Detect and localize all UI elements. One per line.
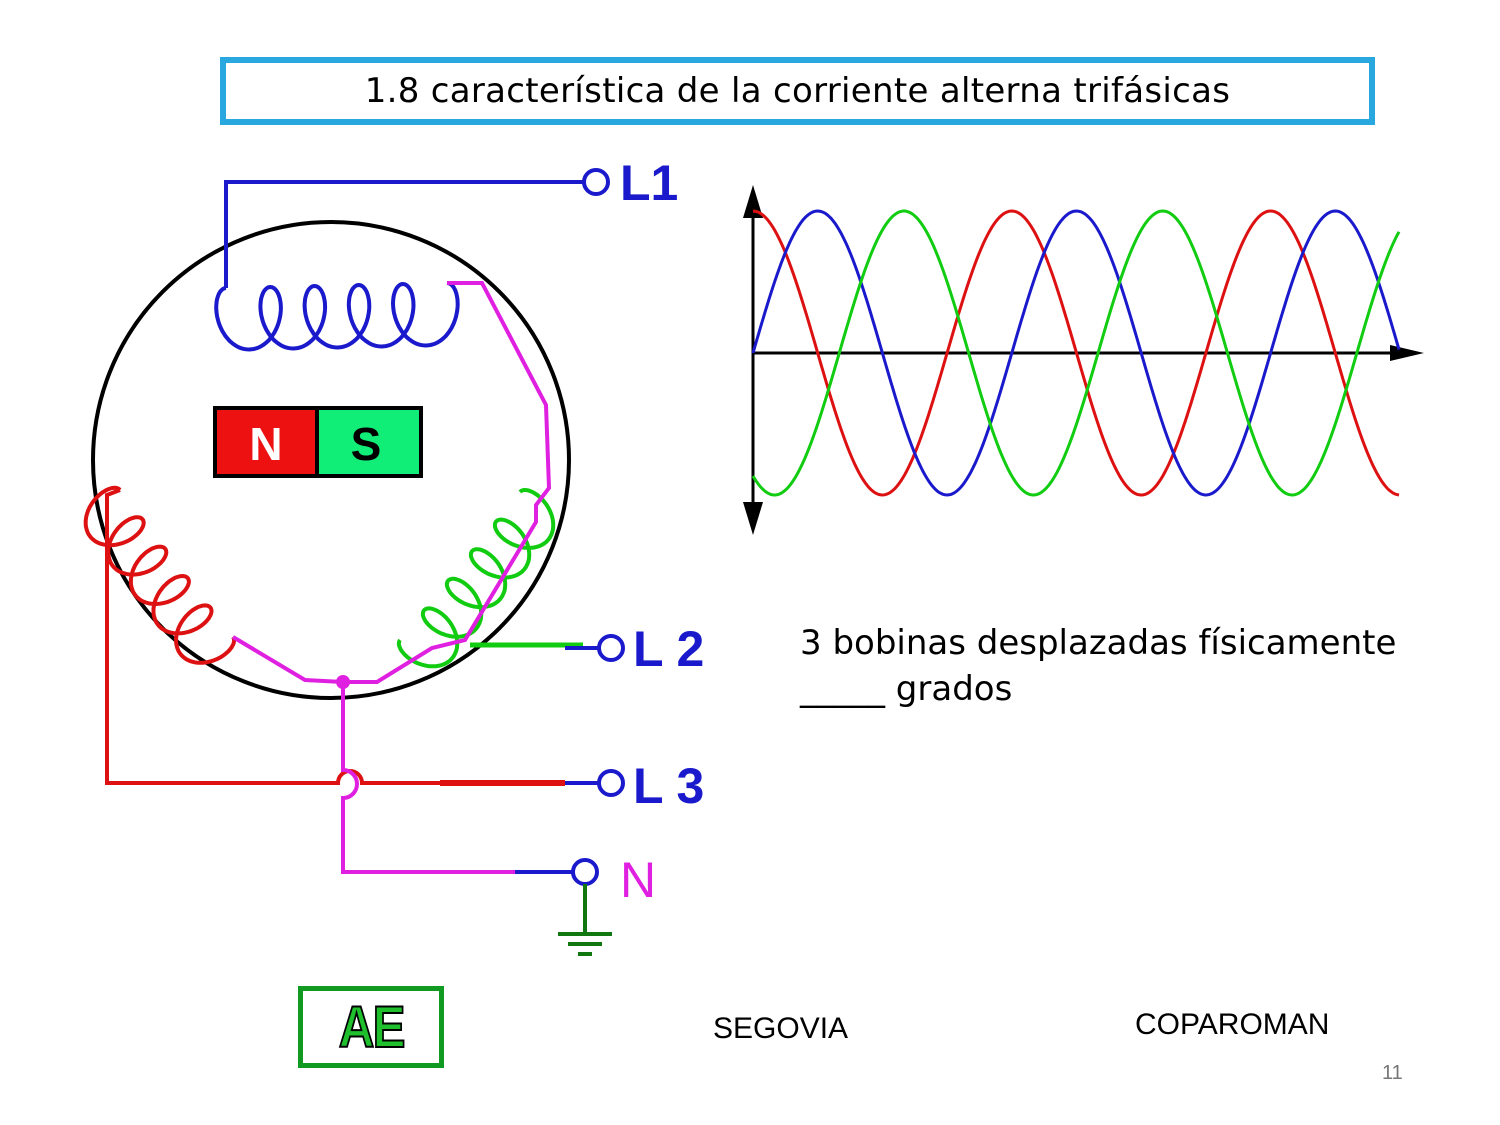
bar-magnet: N S (213, 406, 423, 478)
l1-coil (214, 281, 460, 352)
footer-right: COPAROMAN (1135, 1008, 1330, 1041)
chart-y-axis-arrow-up (743, 185, 763, 218)
magnet-south-label: S (351, 418, 382, 470)
l3-terminal (597, 769, 625, 797)
l3-label: L 3 (633, 758, 704, 814)
phase-l3-winding (83, 485, 583, 786)
chart-x-axis-arrow (1390, 345, 1424, 361)
n-label: N (620, 852, 656, 908)
caption: 3 bobinas desplazadas físicamente _____ … (800, 620, 1396, 712)
page-number: 11 (1382, 1062, 1403, 1084)
ae-logo-box: AE (298, 986, 444, 1068)
waveform-series-red (752, 209, 1400, 497)
neutral-from-l3 (231, 635, 344, 684)
caption-line-2: _____ grados (800, 669, 1013, 709)
caption-line-1: 3 bobinas desplazadas físicamente (800, 623, 1397, 663)
n-terminal (571, 858, 599, 886)
page-title: 1.8 característica de la corriente alter… (364, 71, 1231, 111)
magnet-north-pole (213, 406, 319, 478)
l3-coil (83, 485, 237, 665)
l1-wire (224, 180, 583, 288)
l1-label: L1 (620, 155, 678, 211)
phase-l2-winding (396, 488, 583, 669)
phase-l1-winding (214, 180, 583, 352)
neutral-connection (231, 281, 572, 874)
waveform-series-green (751, 209, 1401, 497)
chart-series-layer (751, 209, 1401, 497)
l2-coil (396, 488, 556, 669)
footer-left: SEGOVIA (713, 1012, 849, 1045)
l2-terminal (597, 634, 625, 662)
chart-y-axis-arrow-down (743, 502, 763, 535)
neutral-from-l1 (343, 281, 552, 684)
magnet-south-pole (315, 406, 423, 478)
l2-label: L 2 (633, 621, 704, 677)
three-phase-waveform-chart (743, 185, 1424, 535)
neutral-wire (341, 682, 560, 874)
ground-icon (558, 884, 612, 956)
stator-circle (91, 220, 571, 700)
l1-terminal (582, 168, 610, 196)
magnet-north-label: N (249, 418, 282, 470)
ae-logo: AE (338, 994, 406, 1061)
title-box: 1.8 característica de la corriente alter… (220, 57, 1375, 125)
